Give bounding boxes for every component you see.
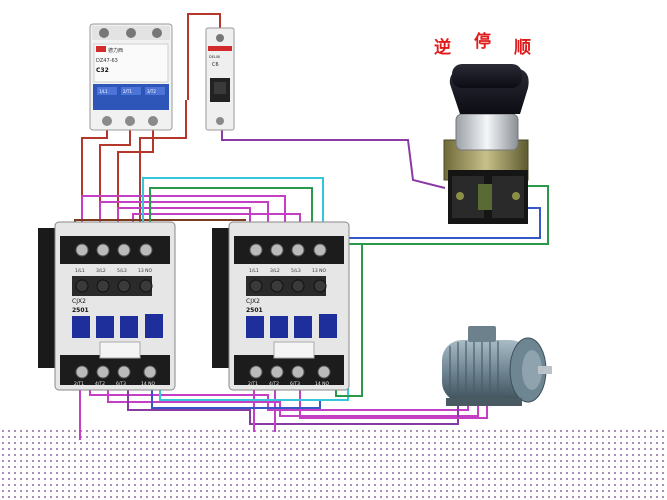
selector-switch-icon [443,64,529,224]
c1-model: CJX2 [72,298,86,305]
c2-rating: 2501 [246,307,263,314]
switch-label-reverse: 逆 [434,38,451,58]
c1-top-label-2: 3/L2 [96,268,106,274]
screw-icon [152,28,162,38]
c2-top-label-2: 3/L2 [270,268,280,274]
dotted-background-floor [0,428,667,500]
wire-l1-supply [81,130,108,250]
screw-icon [99,28,109,38]
breaker-model: DZ47-63 [96,58,118,64]
c2-top-label-1: 1/L1 [249,268,259,274]
screw-icon [126,28,136,38]
switch-label-stop: 停 [474,32,491,52]
c2-model: CJX2 [246,298,260,305]
contactor-1: 1/L1 3/L2 5/L3 13 NO CJX2 2501 2/T1 4/T2… [38,221,176,391]
wire-green-aux-1 [149,187,313,250]
c2-bottom-label-3: 6/T3 [290,381,300,387]
c2-bottom-label-4: 14 NO [315,381,330,387]
main-circuit-breaker: 德力西 DZ47-63 C32 1/L1 2/T1 3/T2 [89,23,173,131]
switch-label-forward: 顺 [514,38,531,58]
c2-top-label-4: 13 NO [312,268,327,274]
c2-bottom-label-2: 4/T2 [269,381,279,387]
screw-icon [102,116,112,126]
motor-shaft [538,366,552,374]
wire-cyan-aux-1 [142,177,324,250]
motor-icon [442,326,552,406]
breaker-pole-1: 1/L1 [99,89,108,94]
breaker-pole-2: 2/T1 [123,89,132,94]
wire-out-t3 [127,380,459,425]
motor-terminal-box [468,326,496,342]
contactor-2: 1/L1 3/L2 5/L3 13 NO CJX2 2501 2/T1 4/T2… [212,221,350,391]
screw-icon [216,34,224,42]
control-breaker-brand: DELIXI [209,55,220,59]
c2-aux-block [319,314,337,338]
contactor-1-top-terminals [75,243,153,257]
breaker-brand: 德力西 [108,47,123,54]
screw-icon [148,116,158,126]
c1-bottom-label-1: 2/T1 [74,381,84,387]
c1-top-label-1: 1/L1 [75,268,85,274]
c1-top-label-3: 5/L3 [117,268,127,274]
control-breaker-rating: C6 [212,62,219,68]
c1-rating: 2501 [72,307,89,314]
c1-top-label-4: 13 NO [138,268,153,274]
screw-icon [216,117,224,125]
screw-icon [125,116,135,126]
wire-switch-common [221,125,446,189]
c1-bottom-label-4: 14 NO [141,381,156,387]
c1-aux-block [145,314,163,338]
wire-l2-supply [99,130,131,250]
breaker-pole-3: 3/T2 [147,89,156,94]
wire-control-feed-a [187,13,221,100]
c1-bottom-label-3: 6/T3 [116,381,126,387]
wire-control-feed-b [139,100,187,250]
c2-top-label-3: 5/L3 [291,268,301,274]
c2-bottom-label-1: 2/T1 [248,381,258,387]
c1-bottom-label-2: 4/T2 [95,381,105,387]
control-circuit-breaker: DELIXI C6 [205,27,235,131]
wire-aux-bottom-blue [151,380,321,409]
breaker-rating: C32 [96,67,109,74]
